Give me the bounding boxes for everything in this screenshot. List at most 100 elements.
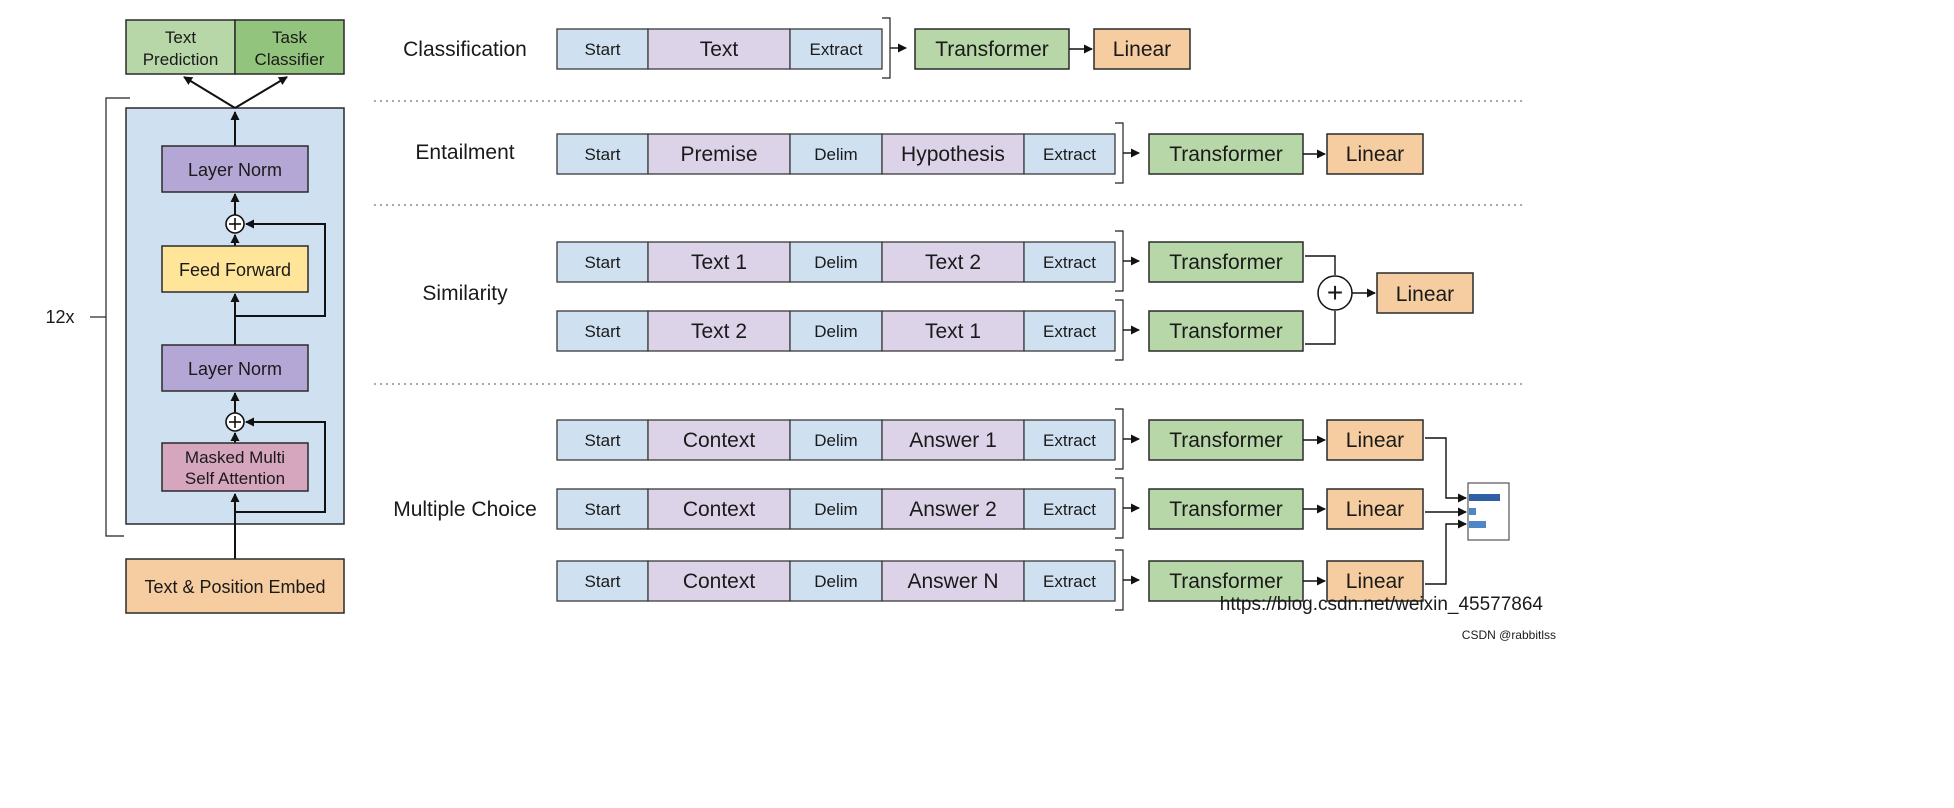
softmax-bar	[1469, 508, 1476, 515]
residual-skip-bottom	[235, 417, 326, 513]
token-label-start: Start	[585, 431, 621, 450]
tasks-panel: Classification Entailment Similarity Mul…	[374, 17, 1524, 611]
token-label-delim: Delim	[814, 572, 857, 591]
token-label-start: Start	[585, 500, 621, 519]
task-classifier-label: Task	[272, 28, 307, 47]
mc-softmax-line	[1425, 437, 1467, 503]
similarity-linear	[1376, 272, 1474, 314]
token-label-answer-n: Answer N	[907, 570, 998, 593]
similarity-transformer-label: Transformer	[1169, 320, 1283, 343]
masked-self-attention-label: Self Attention	[185, 469, 285, 488]
token-start	[556, 133, 649, 175]
task-label-entailment: Entailment	[415, 141, 514, 164]
sequence-bracket	[1115, 230, 1124, 292]
sequence-bracket	[1115, 477, 1124, 539]
token-text-2	[881, 241, 1025, 283]
token-label-delim: Delim	[814, 253, 857, 272]
gpt-diagram: 12x Text Prediction Task Classifier Laye…	[45, 17, 1556, 642]
similarity-transformer	[1148, 241, 1304, 283]
token-context	[647, 419, 791, 461]
entailment-transformer	[1148, 133, 1304, 175]
token-label-start: Start	[585, 572, 621, 591]
token-context	[647, 488, 791, 530]
softmax-bar	[1469, 521, 1486, 528]
sequence-bracket	[1115, 549, 1124, 611]
token-label-text-1: Text 1	[925, 320, 981, 343]
task-classifier-head	[234, 19, 345, 75]
token-start	[556, 488, 649, 530]
mc-transformer-label: Transformer	[1169, 570, 1283, 593]
token-label-text: Text	[700, 38, 739, 61]
token-label-premise: Premise	[680, 143, 757, 166]
task-classifier-label: Classifier	[255, 50, 325, 69]
token-delim	[789, 241, 883, 283]
repeat-label: 12x	[45, 307, 74, 327]
token-label-context: Context	[683, 570, 756, 593]
token-premise	[647, 133, 791, 175]
token-delim	[789, 560, 883, 602]
similarity-linear-label: Linear	[1396, 283, 1454, 306]
watermark: https://blog.csdn.net/weixin_45577864	[1220, 594, 1544, 615]
classification-transformer	[914, 28, 1070, 70]
head-arrow	[183, 76, 236, 109]
token-start	[556, 28, 649, 70]
token-label-start: Start	[585, 40, 621, 59]
token-label-extract: Extract	[1043, 253, 1096, 272]
task-label-multiple-choice: Multiple Choice	[393, 498, 537, 521]
token-label-text-2: Text 2	[691, 320, 747, 343]
token-label-start: Start	[585, 145, 621, 164]
token-hypothesis	[881, 133, 1025, 175]
layer-norm-top-label: Layer Norm	[188, 160, 282, 180]
token-label-answer-1: Answer 1	[909, 429, 997, 452]
token-extract	[1023, 241, 1116, 283]
similarity-merge-line	[1305, 255, 1336, 275]
token-text-1	[881, 310, 1025, 352]
token-label-extract: Extract	[810, 40, 863, 59]
token-label-delim: Delim	[814, 145, 857, 164]
sequence-bracket	[1115, 299, 1124, 361]
token-label-context: Context	[683, 498, 756, 521]
softmax-bar	[1469, 494, 1500, 501]
mc-softmax-line	[1425, 519, 1467, 585]
token-text-2	[647, 310, 791, 352]
mc-linear-label: Linear	[1346, 429, 1404, 452]
layer-norm-bottom-label: Layer Norm	[188, 359, 282, 379]
token-text	[647, 28, 791, 70]
token-extract	[789, 28, 883, 70]
layer-norm-bottom	[161, 344, 309, 392]
token-label-extract: Extract	[1043, 572, 1096, 591]
token-label-start: Start	[585, 253, 621, 272]
token-label-text-1: Text 1	[691, 251, 747, 274]
masked-self-attention	[161, 442, 309, 492]
task-label-classification: Classification	[403, 38, 527, 61]
token-delim	[789, 133, 883, 175]
similarity-transformer-label: Transformer	[1169, 251, 1283, 274]
feed-forward-label: Feed Forward	[179, 260, 291, 280]
token-label-extract: Extract	[1043, 500, 1096, 519]
footer-credit: CSDN @rabbitlss	[1462, 628, 1556, 642]
token-label-delim: Delim	[814, 431, 857, 450]
head-arrow	[234, 76, 288, 109]
sequence-bracket	[1115, 122, 1124, 184]
token-label-answer-2: Answer 2	[909, 498, 997, 521]
token-label-delim: Delim	[814, 322, 857, 341]
token-start	[556, 560, 649, 602]
mc-transformer-label: Transformer	[1169, 498, 1283, 521]
text-position-embed-label: Text & Position Embed	[144, 577, 325, 597]
task-label-similarity: Similarity	[422, 282, 508, 305]
classification-transformer-label: Transformer	[935, 38, 1049, 61]
similarity-merge-line	[1305, 311, 1336, 345]
sequence-bracket	[1115, 408, 1124, 470]
token-extract	[1023, 488, 1116, 530]
sequence-bracket	[882, 17, 891, 79]
token-answer-2	[881, 488, 1025, 530]
text-prediction-head	[125, 19, 236, 75]
mc-transformer-label: Transformer	[1169, 429, 1283, 452]
classification-linear-label: Linear	[1113, 38, 1171, 61]
token-delim	[789, 310, 883, 352]
token-context	[647, 560, 791, 602]
mc-transformer	[1148, 419, 1304, 461]
feed-forward	[161, 245, 309, 293]
mc-transformer	[1148, 560, 1304, 602]
